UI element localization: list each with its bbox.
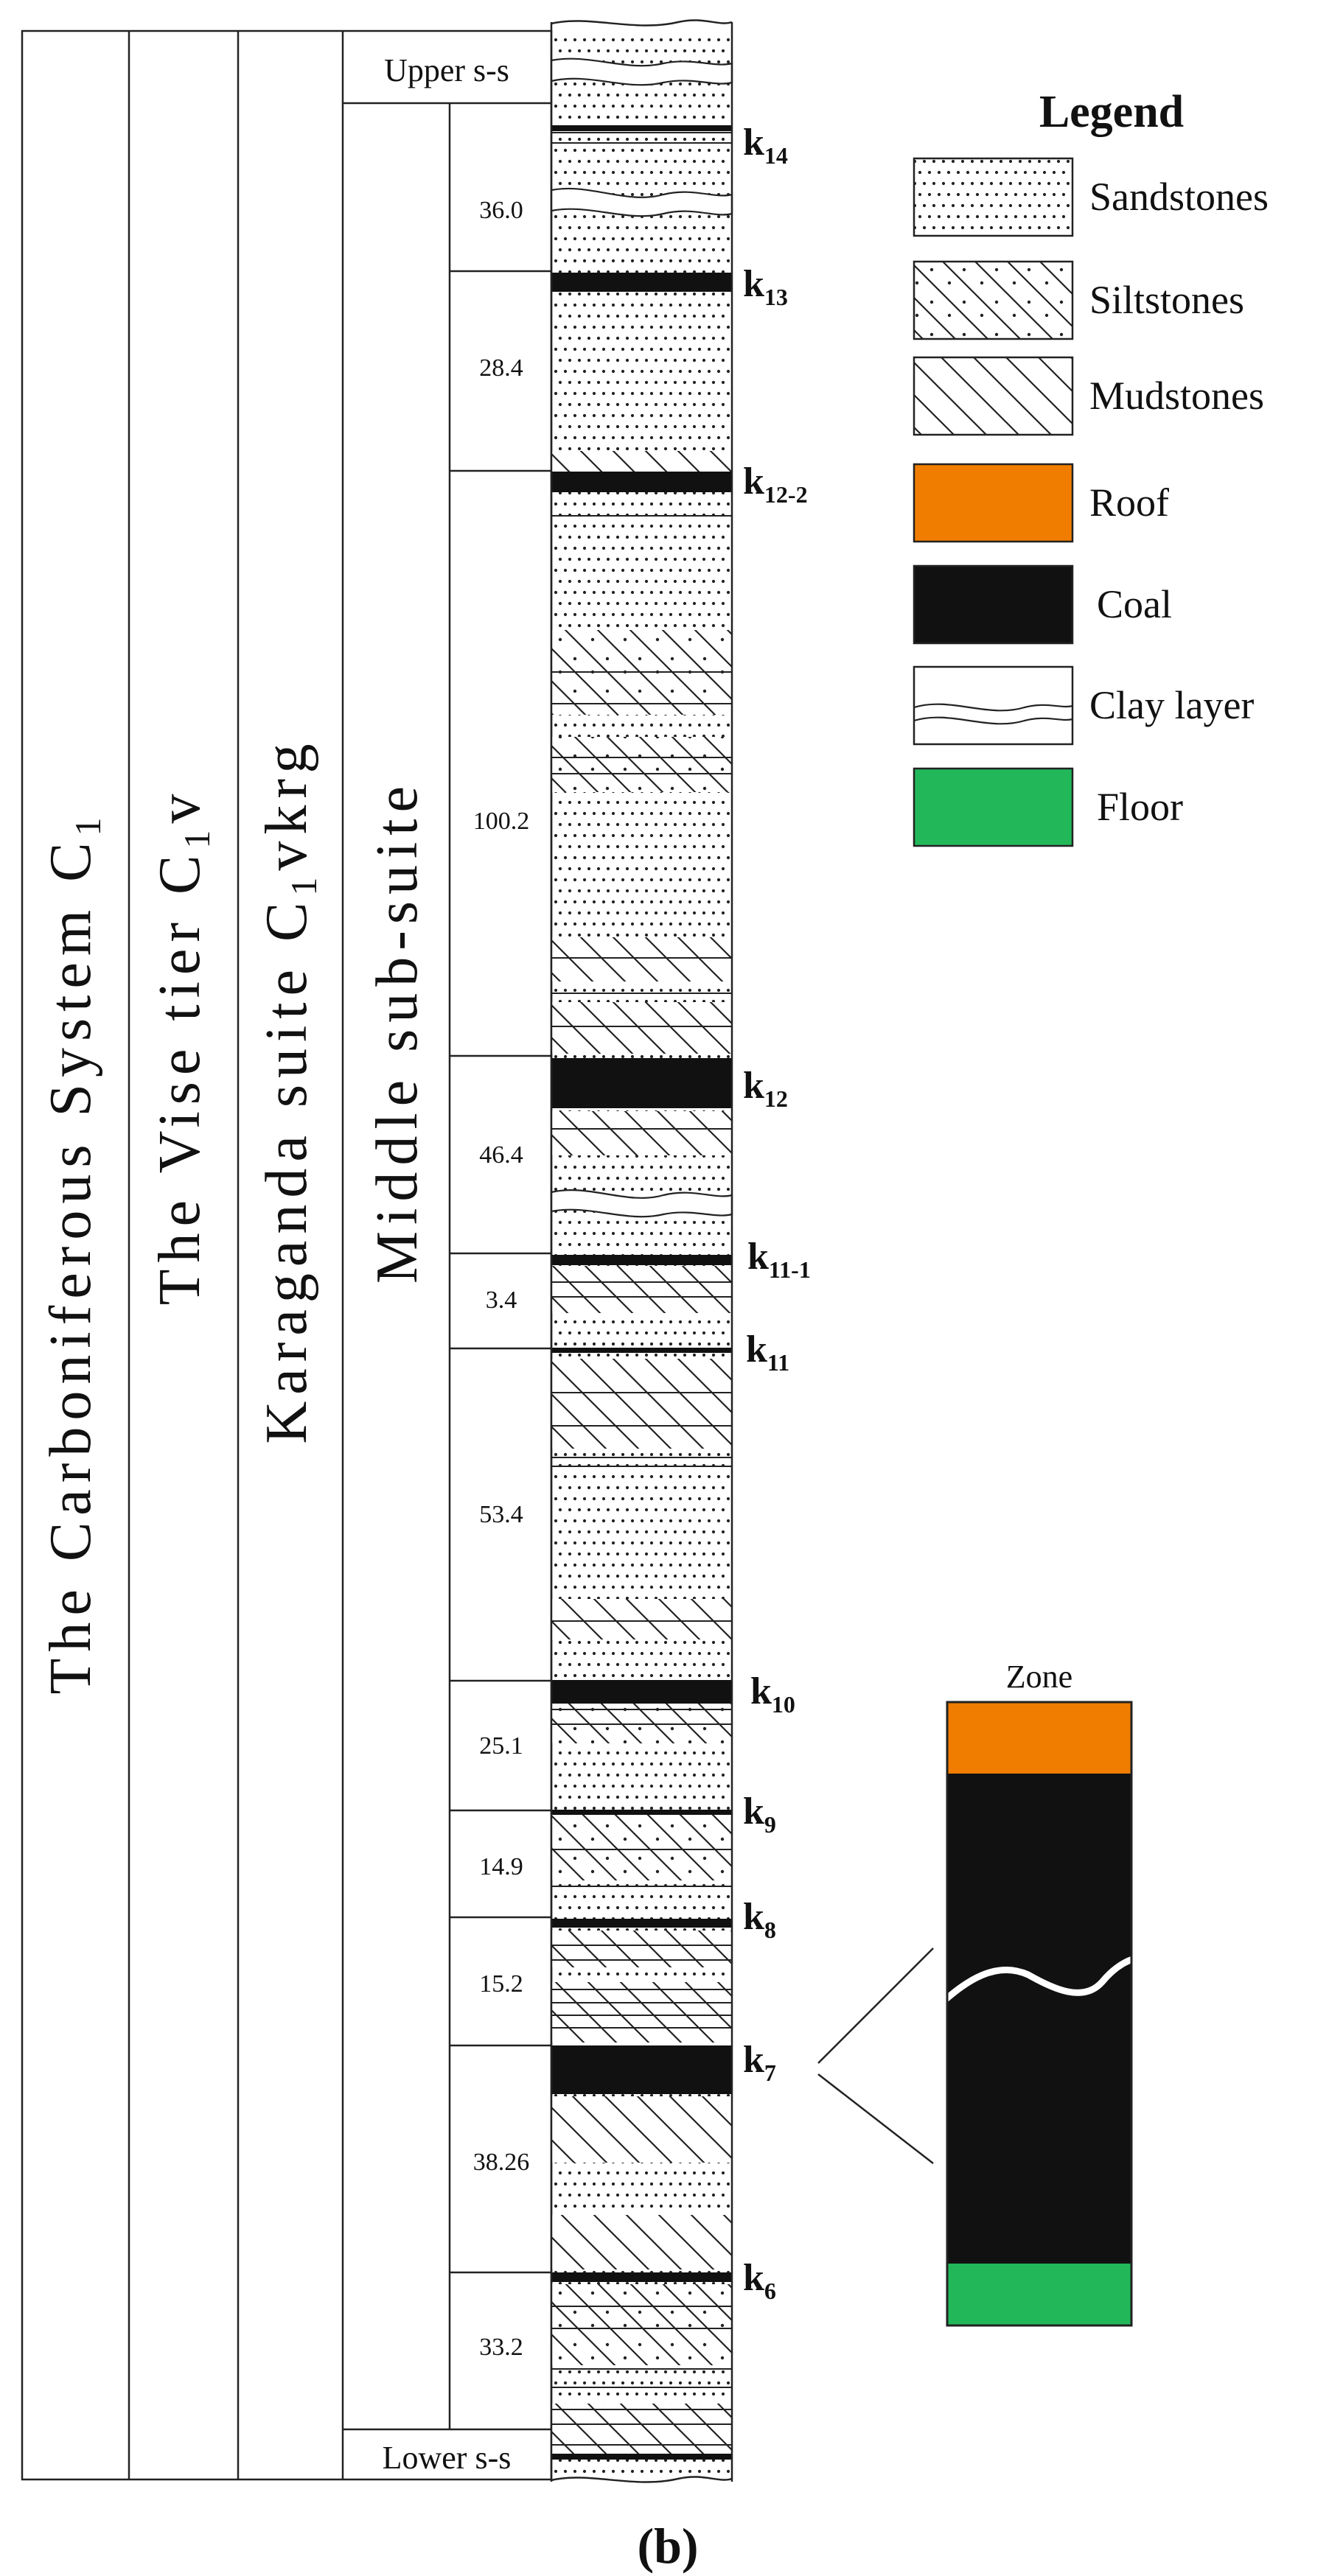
legend-item-siltstones: Siltstones <box>913 260 1244 340</box>
siltstone-swatch <box>913 260 1074 340</box>
interval-label: 100.2 <box>473 808 530 835</box>
interval-label: 46.4 <box>479 1141 523 1169</box>
mudstone-layer <box>551 937 732 981</box>
coal-seam-k8 <box>551 1919 732 1928</box>
seam-label-k13: k13 <box>743 263 788 310</box>
seam-label-k10: k10 <box>750 1670 795 1718</box>
seam-label-k11-1: k11-1 <box>747 1236 811 1283</box>
seam-label-k11: k11 <box>746 1329 789 1376</box>
mudstone-layer <box>551 1266 732 1313</box>
subsuite-title: Middle sub-suite <box>365 780 430 1284</box>
lower-subsuite-label: Lower s-s <box>383 2440 512 2476</box>
legend-item-coal: Coal <box>913 564 1172 645</box>
siltstone-layer <box>551 737 732 792</box>
coal-seam-k13 <box>551 273 732 292</box>
legend-item-mudstones: Mudstones <box>913 356 1264 436</box>
interval-labels: 36.0 28.4 100.2 46.4 3.4 53.4 25.1 14.9 … <box>473 197 530 2361</box>
seam-label-k14: k14 <box>743 122 788 169</box>
legend-item-floor: Floor <box>913 767 1183 847</box>
legend-item-sandstones: Sandstones <box>913 157 1269 237</box>
coal-seam-k12-2 <box>551 472 732 492</box>
legend-label: Floor <box>1097 785 1183 829</box>
coal-seams <box>551 125 732 2460</box>
legend-label: Coal <box>1097 582 1172 626</box>
mudstone-layer <box>551 2404 732 2455</box>
mudstone-layer <box>551 1982 732 2043</box>
interval-label: 38.26 <box>473 2149 530 2176</box>
legend-label: Siltstones <box>1089 278 1244 322</box>
seam-label-k9: k9 <box>743 1791 776 1838</box>
upper-subsuite-label: Upper s-s <box>384 52 509 88</box>
system-title: The Carboniferous System C1 <box>38 811 108 1695</box>
siltstone-layer <box>551 630 732 693</box>
clay-layer <box>550 57 733 1218</box>
interval-label: 53.4 <box>479 1501 523 1528</box>
roof-swatch <box>913 463 1074 543</box>
seam-labels: k14 k13 k12-2 k12 k11-1 k11 k10 k9 k8 k7… <box>743 122 811 2304</box>
legend: Legend Sandstones Siltstones Mudstones R… <box>913 87 1269 847</box>
legend-item-roof: Roof <box>913 463 1169 543</box>
interval-label: 33.2 <box>479 2334 523 2361</box>
mudstone-layer <box>551 1931 732 1967</box>
interval-label: 15.2 <box>479 1970 523 1998</box>
suite-title: Karaganda suite C1vkrg <box>254 737 324 1443</box>
zone-title: Zone <box>1006 1659 1072 1695</box>
column-frame <box>21 29 553 2481</box>
zone-clay-parting <box>947 1956 1131 2003</box>
coal-seam-k9 <box>551 1810 732 1815</box>
coal-seam-k6 <box>551 2272 732 2282</box>
coal-seam-k7 <box>551 2045 732 2094</box>
legend-item-clay-layer: Clay layer <box>913 665 1254 746</box>
siltstone-layer <box>551 1814 732 1880</box>
lithology-column <box>550 19 733 2483</box>
siltstone-layer <box>551 1699 732 1743</box>
mudstone-layer <box>551 1002 732 1054</box>
zone-roof <box>947 1702 1131 1774</box>
zone-floor <box>947 2264 1131 2325</box>
sandstone-swatch <box>913 157 1074 237</box>
interval-label: 28.4 <box>479 354 523 382</box>
coal-seam-k12 <box>551 1058 732 1108</box>
coal-seam-k11-1 <box>551 1255 732 1265</box>
coal-swatch <box>913 564 1074 645</box>
seam-label-k12: k12 <box>743 1065 788 1112</box>
interval-label: 3.4 <box>486 1287 517 1314</box>
seam-label-k7: k7 <box>743 2039 776 2086</box>
mudstone-layer <box>551 1599 732 1639</box>
mudstone-layer <box>551 1359 732 1449</box>
seam-label-k6: k6 <box>743 2257 776 2304</box>
legend-label: Sandstones <box>1089 175 1269 219</box>
figure-caption: (b) <box>637 2518 698 2574</box>
coal-seam-k10 <box>551 1680 732 1704</box>
legend-label: Roof <box>1089 480 1169 525</box>
tier-title: The Vise tier C1v <box>147 788 217 1306</box>
seam-label-k12-2: k12-2 <box>743 461 808 508</box>
seam-label-k8: k8 <box>743 1896 776 1943</box>
floor-swatch <box>913 767 1074 847</box>
interval-label: 36.0 <box>479 197 523 224</box>
interval-label: 14.9 <box>479 1853 523 1880</box>
zone-connector <box>817 2073 934 2164</box>
mudstone-layer <box>551 451 732 473</box>
mudstone-layer <box>551 2096 732 2163</box>
legend-title: Legend <box>1039 87 1184 137</box>
mudstone-swatch <box>913 356 1074 436</box>
zone-connector <box>817 1947 934 2064</box>
mudstone-layer <box>551 2215 732 2269</box>
zone-coal <box>947 1774 1131 2264</box>
zone-detail: Zone <box>817 1659 1133 2327</box>
legend-label: Mudstones <box>1089 374 1264 418</box>
legend-label: Clay layer <box>1089 683 1254 727</box>
interval-label: 25.1 <box>479 1732 523 1760</box>
coal-seam-k11 <box>551 1348 732 1353</box>
coal-seam-k14 <box>551 125 732 131</box>
siltstone-layer <box>551 2284 732 2365</box>
mudstone-layer <box>551 1111 732 1155</box>
